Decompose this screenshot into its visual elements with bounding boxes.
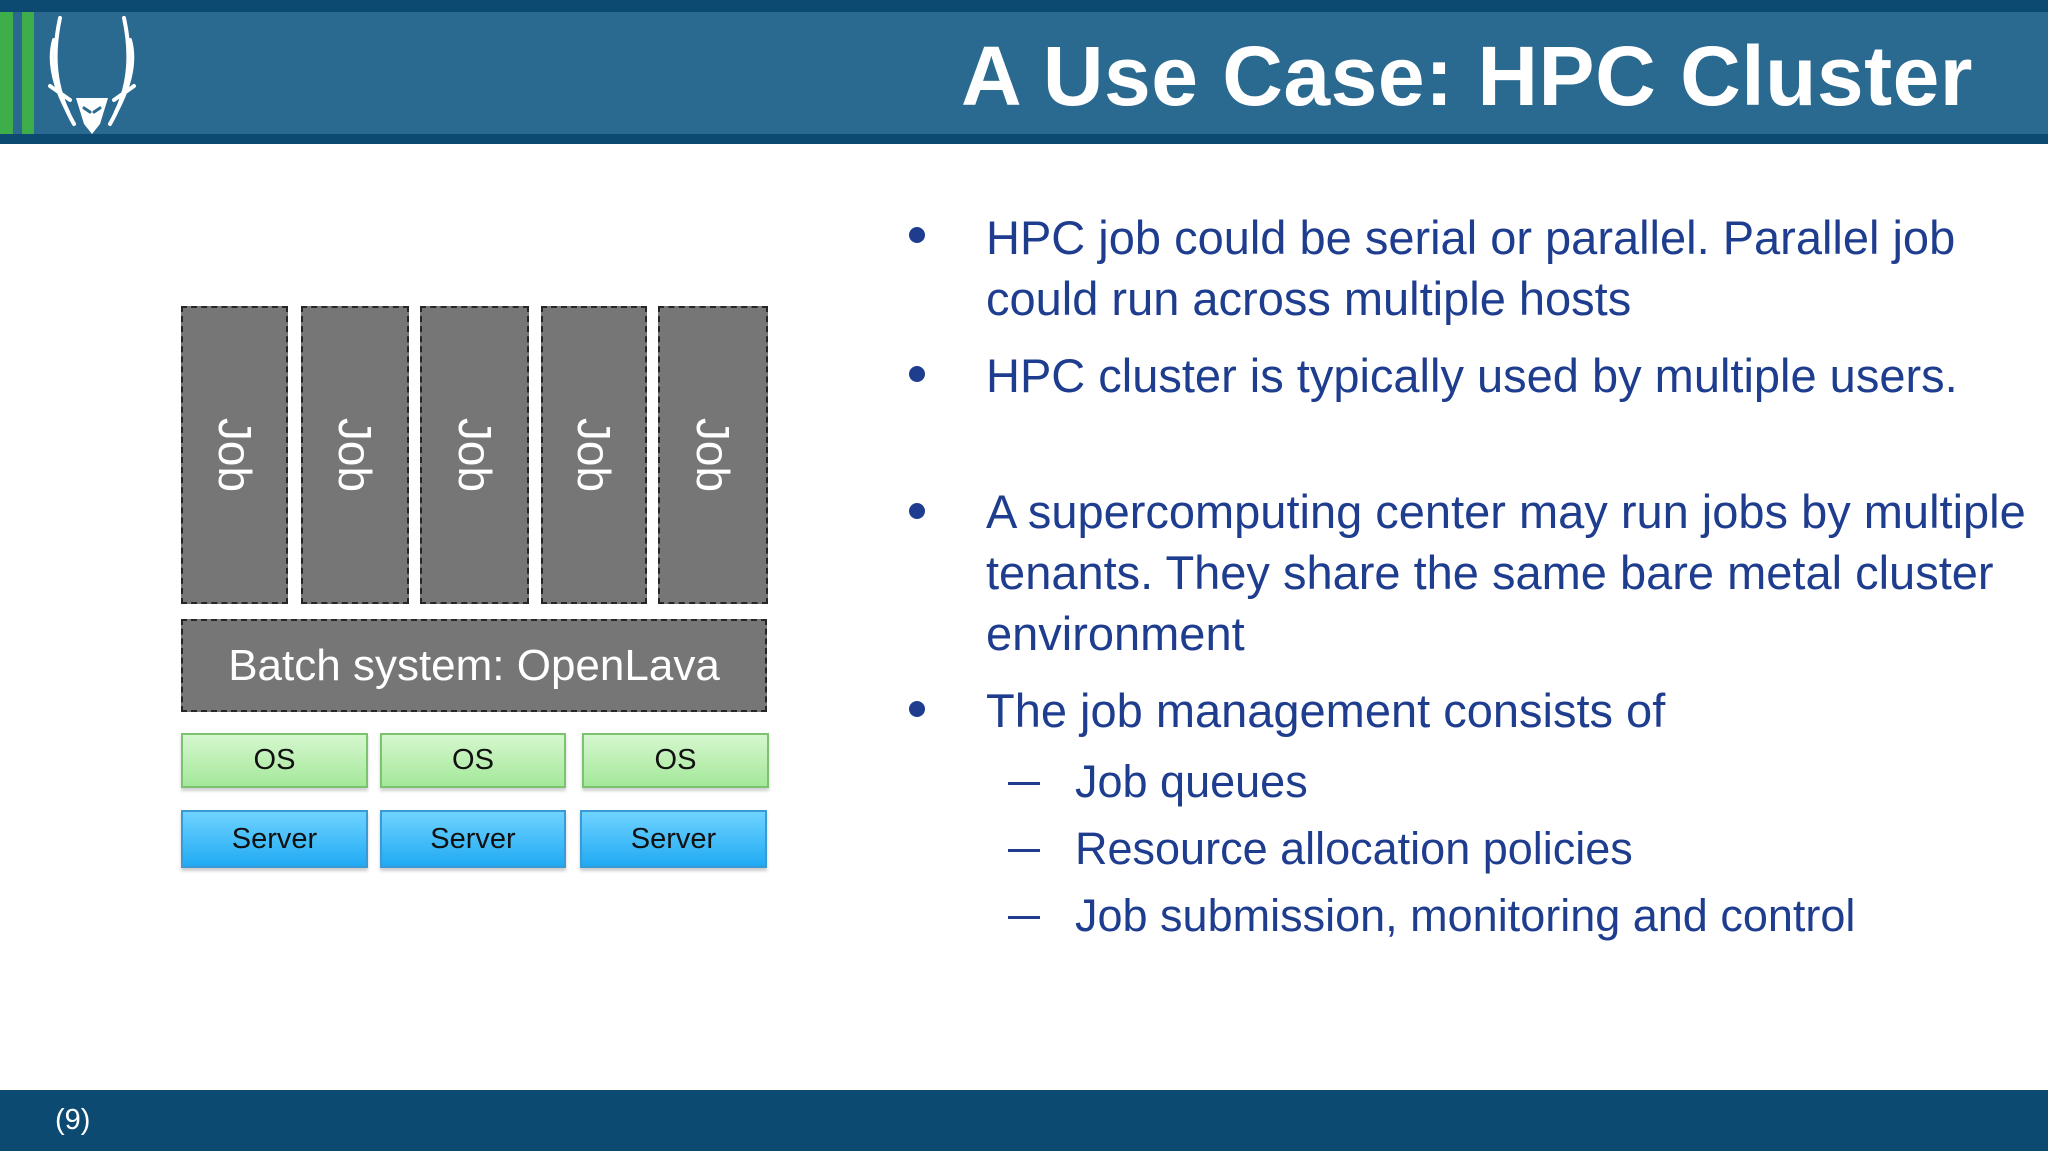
server-label: Server bbox=[630, 822, 717, 855]
os-box: OS bbox=[380, 733, 566, 788]
bullet-text: The job management consists of bbox=[986, 684, 1666, 737]
job-label: Job bbox=[208, 417, 261, 493]
os-label: OS bbox=[452, 744, 494, 776]
sub-bullet-text: Job submission, monitoring and control bbox=[1075, 890, 1856, 941]
job-box: Job bbox=[181, 306, 288, 604]
sub-bullet-text: Resource allocation policies bbox=[1075, 823, 1633, 874]
sub-bullet-dash bbox=[1008, 782, 1040, 785]
bullet-text: A supercomputing center may run jobs by … bbox=[986, 485, 2026, 660]
os-label: OS bbox=[654, 744, 697, 776]
job-box: Job bbox=[541, 306, 647, 604]
server-box: Server bbox=[380, 810, 566, 868]
os-box: OS bbox=[181, 733, 368, 788]
accent-stripe bbox=[0, 12, 13, 134]
accent-stripe bbox=[22, 12, 34, 134]
server-box: Server bbox=[181, 810, 368, 868]
header-bar: A Use Case: HPC Cluster bbox=[0, 0, 2048, 144]
os-label: OS bbox=[253, 744, 296, 776]
job-box: Job bbox=[658, 306, 768, 604]
sub-bullet-text: Job queues bbox=[1075, 756, 1308, 807]
bullet-dot bbox=[909, 227, 925, 243]
footer-bar: (9) bbox=[0, 1090, 2048, 1151]
batch-system-label: Batch system: OpenLava bbox=[228, 640, 720, 690]
bullet-dot bbox=[909, 503, 925, 519]
server-box: Server bbox=[580, 810, 767, 868]
bullet-text: HPC job could be serial or parallel. Par… bbox=[986, 211, 1956, 325]
server-label: Server bbox=[430, 822, 516, 855]
os-box: OS bbox=[582, 733, 769, 788]
slide-title: A Use Case: HPC Cluster bbox=[960, 29, 1973, 123]
bullet-dot bbox=[909, 701, 925, 717]
job-label: Job bbox=[448, 417, 501, 493]
sub-bullet-dash bbox=[1008, 916, 1040, 919]
bullet-dot bbox=[909, 366, 925, 382]
gazelle-logo-icon bbox=[48, 16, 136, 134]
server-label: Server bbox=[231, 822, 318, 855]
job-label: Job bbox=[687, 417, 739, 493]
batch-system-box: Batch system: OpenLava bbox=[181, 619, 767, 712]
job-box: Job bbox=[301, 306, 409, 604]
job-label: Job bbox=[329, 417, 381, 493]
cluster-diagram: Job Job Job Job Job Batch system: OpenLa… bbox=[0, 0, 900, 1151]
job-box: Job bbox=[420, 306, 529, 604]
sub-bullet-dash bbox=[1008, 849, 1040, 852]
page-number: (9) bbox=[55, 1104, 91, 1136]
job-label: Job bbox=[568, 417, 620, 493]
bullet-text: HPC cluster is typically used by multipl… bbox=[986, 349, 1958, 402]
